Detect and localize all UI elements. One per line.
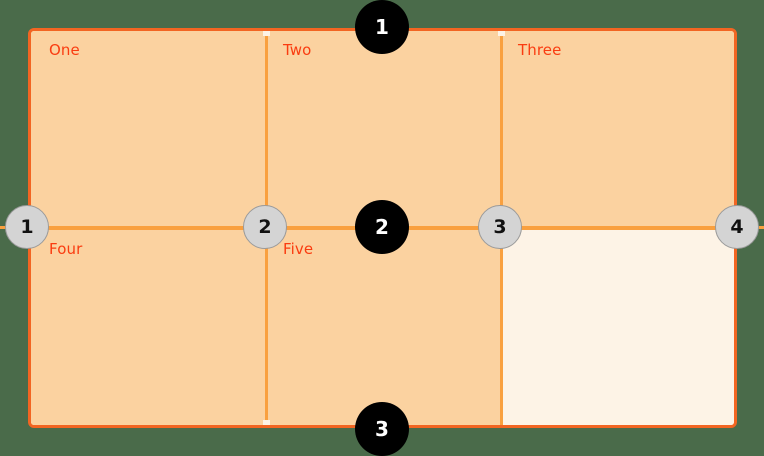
divider-notch-bottom-1 [263,420,270,425]
column-node-1[interactable]: 1 [5,205,49,249]
grid-cell-four[interactable]: Four [31,230,265,425]
row-node-label: 1 [375,15,389,39]
column-node-3[interactable]: 3 [478,205,522,249]
grid-cell-label: One [49,41,80,59]
divider-notch-top-1 [263,31,270,36]
grid-cell-three[interactable]: Three [500,31,734,227]
grid-cell-empty[interactable] [500,230,734,425]
row-node-label: 3 [375,417,389,441]
column-node-2[interactable]: 2 [243,205,287,249]
grid-cell-label: Five [283,240,314,258]
column-node-label: 1 [20,216,34,238]
grid-cell-label: Two [283,41,312,59]
column-node-label: 4 [730,216,744,238]
row-node-label: 2 [375,215,389,239]
grid-cell-label: Four [49,240,83,258]
column-node-label: 2 [258,216,272,238]
column-node-label: 3 [493,216,507,238]
row-node-3[interactable]: 3 [355,402,409,456]
row-node-1[interactable]: 1 [355,0,409,54]
grid-frame: One Two Three Four Five [28,28,737,428]
grid-cell-two[interactable]: Two [265,31,500,227]
divider-notch-top-2 [498,31,505,36]
grid-cell-one[interactable]: One [31,31,265,227]
row-node-2[interactable]: 2 [355,200,409,254]
column-node-4[interactable]: 4 [715,205,759,249]
grid-cell-five[interactable]: Five [265,230,500,425]
grid-cell-label: Three [518,41,562,59]
